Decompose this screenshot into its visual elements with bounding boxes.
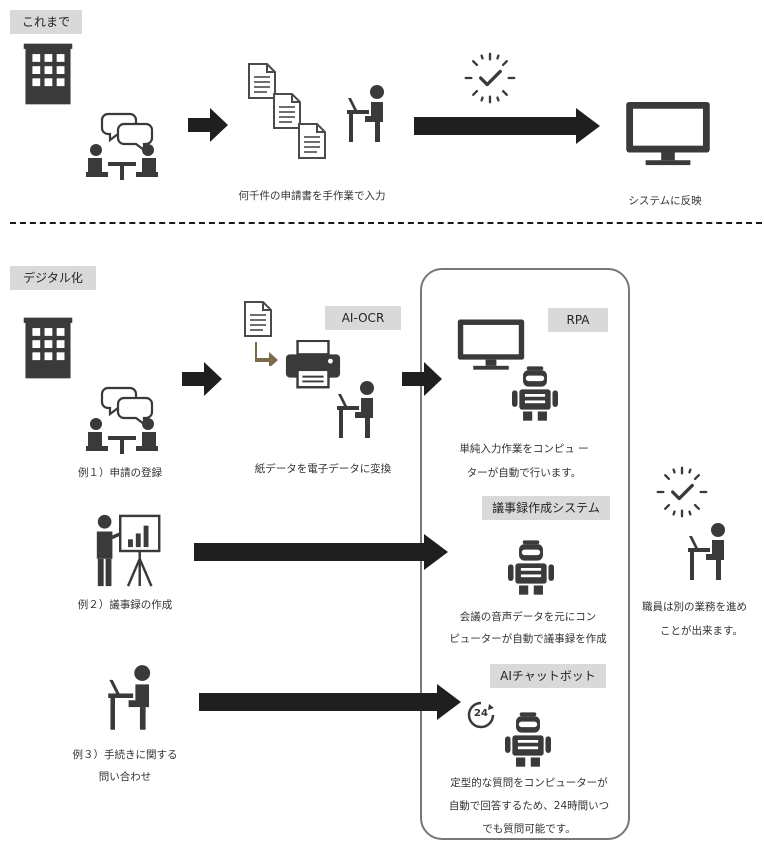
before-section-tag: これまで xyxy=(10,10,82,34)
clock-icon xyxy=(462,50,518,106)
digital-section-tag: デジタル化 xyxy=(10,266,96,290)
robot-icon xyxy=(508,540,554,596)
minutes-caption-line1: 会議の音声データを元にコン xyxy=(459,611,597,623)
robot-icon xyxy=(505,712,551,768)
minutes-system-tag: 議事録作成システム xyxy=(482,496,610,520)
chatbot-caption-line3: でも質問可能です。 xyxy=(482,823,576,835)
clock-icon xyxy=(654,464,710,520)
meeting-icon xyxy=(82,106,162,181)
office-worker-icon xyxy=(343,84,393,144)
robot-icon xyxy=(512,366,558,422)
aiocr-caption: 紙データを電子データに変換 xyxy=(254,463,392,475)
long-arrow-icon xyxy=(414,108,600,144)
rpa-caption-line1: 単純入力作業をコンピュ ー xyxy=(459,443,589,455)
office-worker-icon xyxy=(333,380,383,440)
system-reflect-caption: システムに反映 xyxy=(628,195,702,207)
example3-caption-line1: 例３）手続きに関する xyxy=(72,749,178,761)
chatbot-tag: AIチャットボット xyxy=(490,664,606,688)
section-divider xyxy=(10,222,762,224)
arrow-icon xyxy=(402,362,442,396)
chatbot-caption-line2: 自動で回答するため、24時間いつ xyxy=(448,800,610,812)
arrow-icon xyxy=(182,362,222,396)
office-worker-icon xyxy=(684,522,734,582)
rpa-caption-line2: ターが自動で行います。 xyxy=(466,467,582,479)
rpa-tag: RPA xyxy=(548,308,608,332)
document-icon xyxy=(297,122,327,160)
long-arrow-icon xyxy=(199,684,461,720)
monitor-icon xyxy=(624,100,712,168)
minutes-caption-line2: ピューターが自動で議事録を作成 xyxy=(449,633,607,645)
document-icon xyxy=(243,300,273,338)
example1-caption: 例１）申請の登録 xyxy=(78,467,162,479)
chatbot-caption-line1: 定型的な質問をコンピューターが xyxy=(450,777,608,789)
manual-input-caption: 何千件の申請書を手作業で入力 xyxy=(238,190,386,202)
building-icon xyxy=(22,42,74,106)
staff-caption-line2: ことが出来ます。 xyxy=(660,625,743,637)
clock-24h-label: 24 xyxy=(474,708,488,719)
clock-24h-icon xyxy=(467,701,495,729)
office-worker-icon xyxy=(103,664,161,732)
meeting-icon xyxy=(82,380,162,455)
presenter-icon xyxy=(94,512,164,590)
ai-ocr-tag: AI-OCR xyxy=(325,306,401,330)
building-icon xyxy=(22,316,74,380)
example2-caption: 例２）議事録の作成 xyxy=(77,599,173,611)
corner-arrow-icon xyxy=(255,342,278,366)
staff-caption-line1: 職員は別の業務を進め xyxy=(642,601,747,613)
arrow-icon xyxy=(188,108,228,142)
long-arrow-icon xyxy=(194,534,448,570)
monitor-icon xyxy=(456,318,526,372)
example3-caption-line2: 問い合わせ xyxy=(98,771,152,783)
